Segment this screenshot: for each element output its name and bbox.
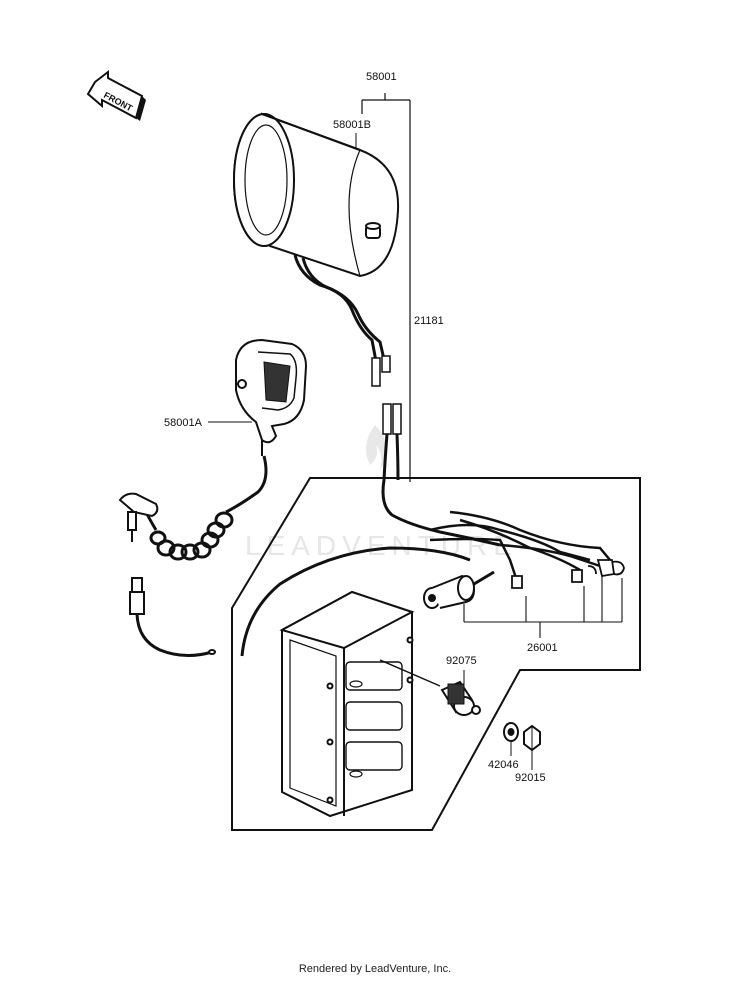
label-42046: 42046 <box>488 759 519 771</box>
antenna-jack <box>423 570 495 609</box>
microphone <box>235 338 308 456</box>
harness-branch-wires <box>429 510 611 579</box>
nut-92015 <box>523 724 541 752</box>
speaker-wire <box>293 254 388 373</box>
washer-42046 <box>503 722 519 742</box>
label-21181: 21181 <box>414 315 444 327</box>
harness-connector <box>382 403 402 435</box>
label-26001: 26001 <box>527 642 558 654</box>
radio-unit <box>279 590 441 818</box>
label-58001a: 58001A <box>164 417 203 429</box>
harness-wire <box>381 433 501 547</box>
bracket-26001 <box>463 576 623 638</box>
watermark: LEADVENTURE <box>245 425 518 561</box>
ring-terminal <box>511 559 625 589</box>
power-cable <box>240 546 471 657</box>
footer-credit: Rendered by LeadVenture, Inc. <box>298 963 452 975</box>
front-arrow-icon: FRONT <box>86 69 146 121</box>
antenna-lead <box>129 577 216 657</box>
detail-box-outline <box>231 477 641 831</box>
label-58001b: 58001B <box>333 119 371 131</box>
watermark-text: LEADVENTURE <box>245 530 518 561</box>
label-92075: 92075 <box>446 655 477 667</box>
label-58001: 58001 <box>366 71 397 83</box>
bracket-58001 <box>361 93 411 482</box>
mic-plug <box>118 492 159 542</box>
coiled-cord <box>144 455 268 561</box>
speaker-housing <box>233 112 400 278</box>
label-92015: 92015 <box>515 772 546 784</box>
knob-92075 <box>440 680 481 716</box>
speaker-connector <box>371 357 381 387</box>
